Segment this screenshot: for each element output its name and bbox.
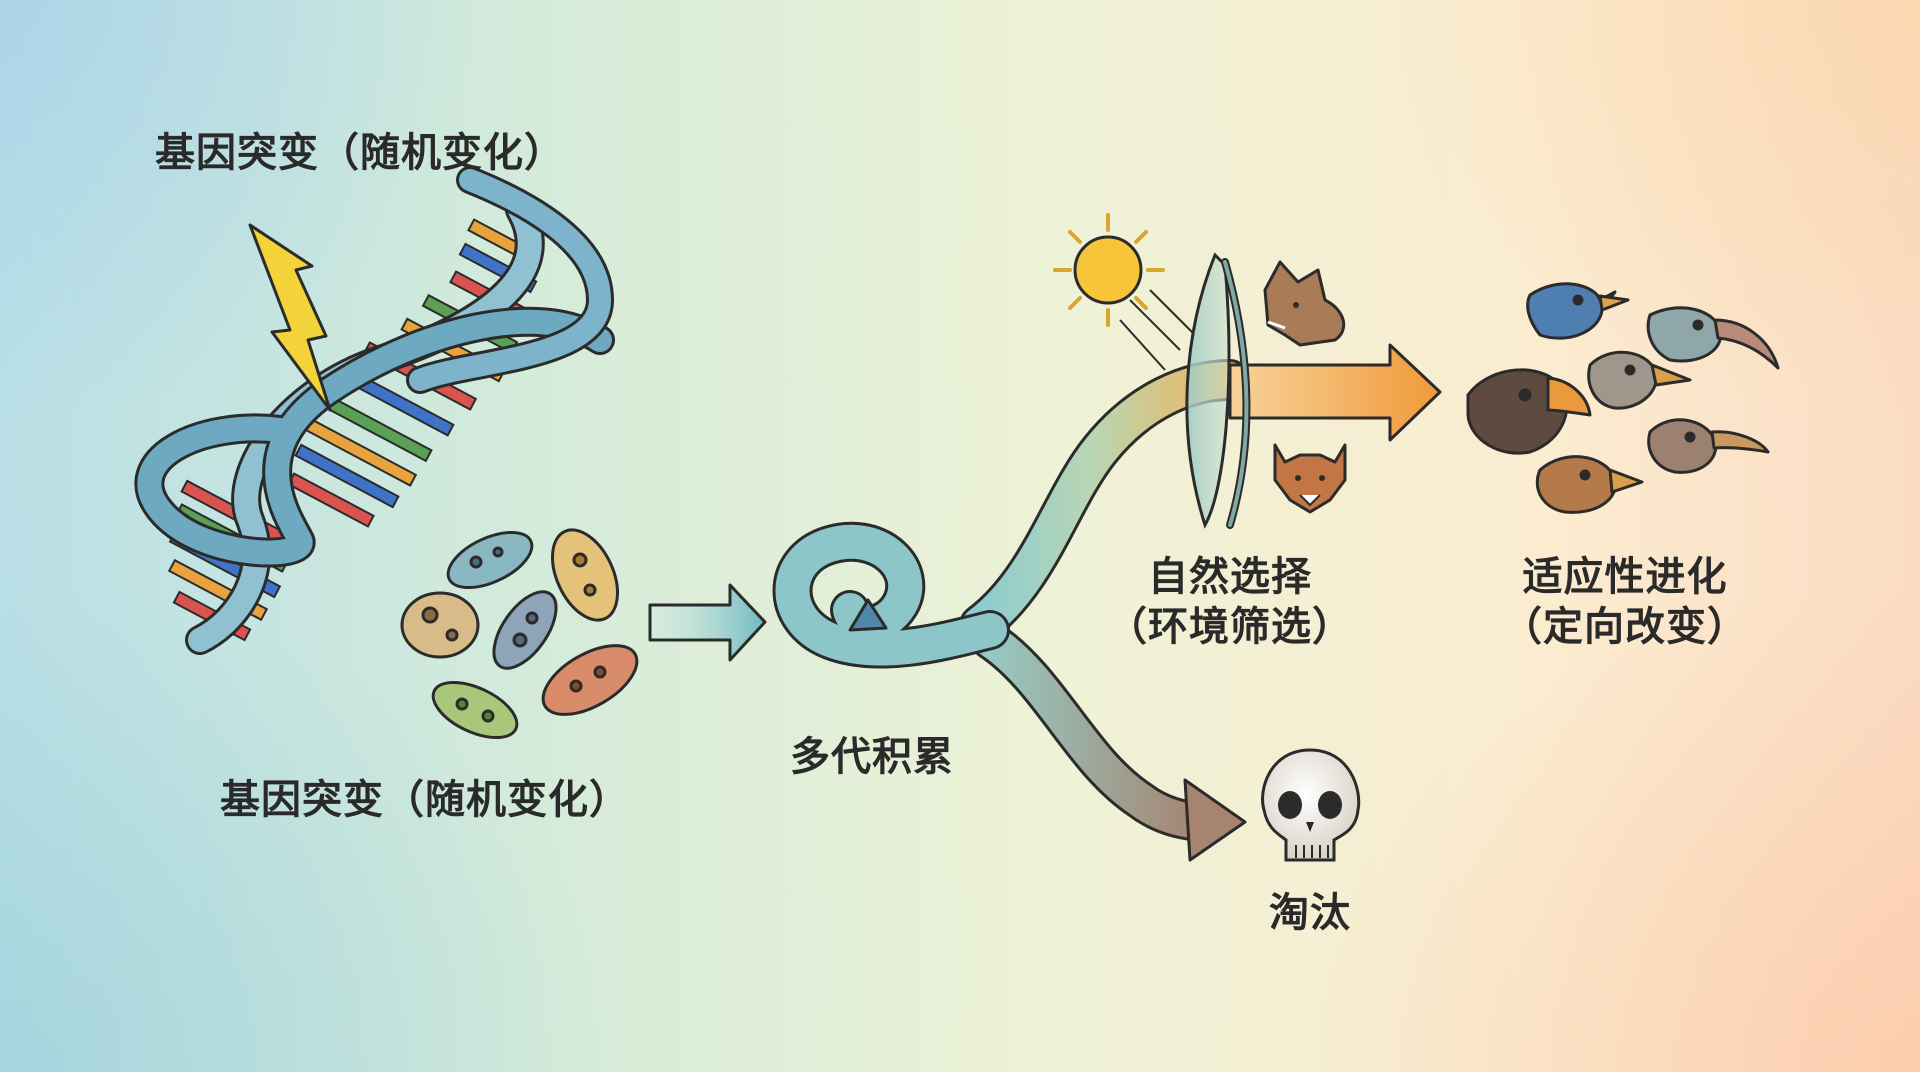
elimination-arrow-icon [1183,778,1247,862]
microbe-purple [492,590,558,670]
evolution-title: 适应性进化 [1522,554,1728,600]
selection-label: 自然选择 （环境筛选） [1107,552,1353,652]
evolution-subtitle: （定向改变） [1502,604,1748,650]
skull-icon [1261,748,1361,862]
microbe-red [541,644,639,716]
adaptive-arrow-icon [1228,343,1442,442]
bird-brown-large [1466,368,1592,455]
elimination-label: 淘汰 [1269,890,1351,936]
microbe-green [431,680,519,740]
filter-shield-icon [1185,252,1251,529]
bird-blue [1526,282,1630,340]
evolution-label: 适应性进化 （定向改变） [1502,552,1748,652]
microbe-blue [446,530,534,590]
sun-icon [1053,213,1196,371]
fox-icon [1273,443,1347,514]
accumulation-label: 多代积累 [790,734,954,780]
bird-sparrow-2 [1647,418,1770,474]
lightning-icon [248,223,332,412]
birds-icon [1466,282,1780,514]
dna-helix-icon [134,166,615,655]
selection-title: 自然选择 [1148,554,1312,600]
input-arrow-icon [648,583,767,662]
wolf-icon [1263,260,1346,347]
bird-finch [1535,455,1644,514]
selection-subtitle: （环境筛选） [1107,604,1353,650]
bird-sparrow-1 [1587,350,1692,410]
mutation-top-label: 基因突变（随机变化） [155,130,565,176]
bird-gray [1646,306,1780,370]
microbe-brown [400,591,480,659]
microbe-yellow [551,528,619,622]
microbes-icon [400,528,639,740]
mutation-bottom-label: 基因突变（随机变化） [220,777,630,823]
